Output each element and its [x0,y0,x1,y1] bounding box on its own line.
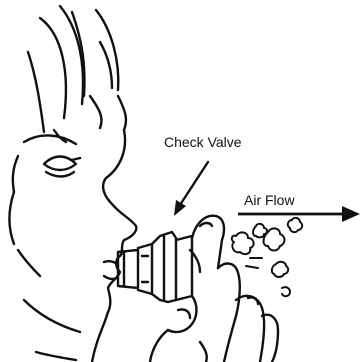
check-valve-device [118,232,192,302]
eyebrow [24,135,76,144]
eye [44,157,76,171]
arrow-down-left-icon [178,162,208,208]
ear [10,192,15,244]
hair [28,6,126,142]
label-check-valve: Check Valve [164,134,242,150]
label-air-flow: Air Flow [244,192,295,208]
air-puffs [232,218,302,296]
jaw [24,300,80,332]
face-profile [92,130,136,362]
